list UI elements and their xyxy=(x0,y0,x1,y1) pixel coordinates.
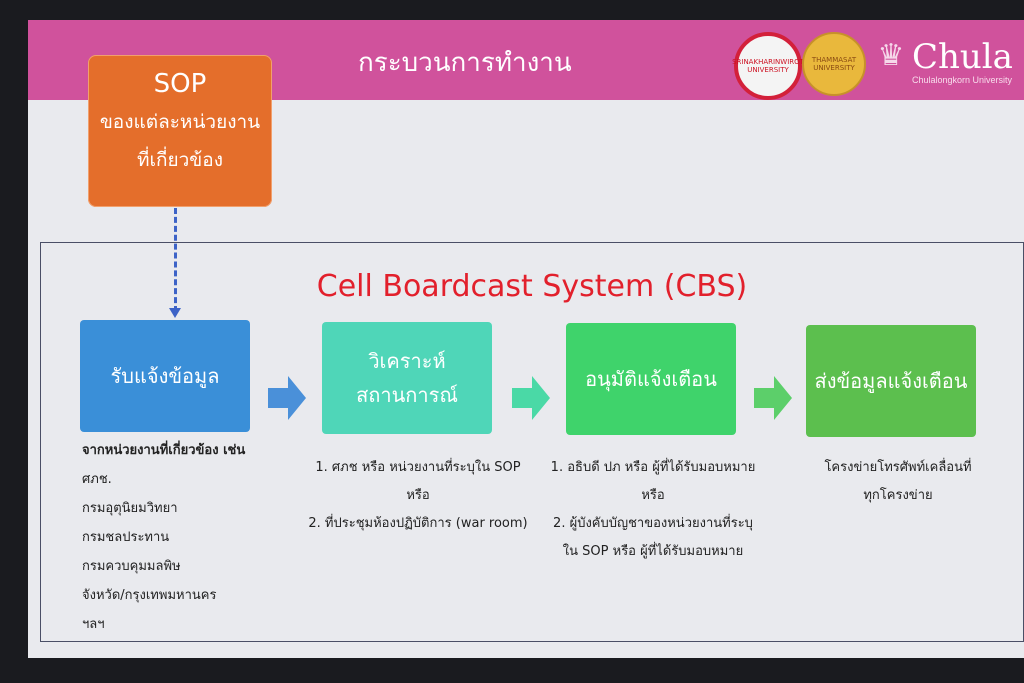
chula-logo-sub: Chulalongkorn University xyxy=(912,75,1013,85)
chula-emblem-icon: ♛ xyxy=(877,38,905,73)
analyze-description: 1. ศภช หรือ หน่วยงานที่ระบุใน SOP หรือ 2… xyxy=(298,454,538,538)
sources-list: จากหน่วยงานที่เกี่ยวข้อง เช่น ศภช. กรมอุ… xyxy=(82,436,245,639)
send-description: โครงข่ายโทรศัพท์เคลื่อนที่ ทุกโครงข่าย xyxy=(798,454,998,510)
approve-desc-line: ใน SOP หรือ ผู้ที่ได้รับมอบหมาย xyxy=(562,544,744,559)
step-receive-box: รับแจ้งข้อมูล xyxy=(80,320,250,432)
step-send-label: ส่งข้อมูลแจ้งเตือน xyxy=(814,369,968,393)
chula-logo-text: Chula xyxy=(912,37,1013,77)
send-desc-line: ทุกโครงข่าย xyxy=(863,488,933,503)
sop-title: SOP xyxy=(153,69,207,99)
presentation-slide: กระบวนการทำงาน SRINAKHARINWIROT UNIVERSI… xyxy=(28,20,1024,658)
step-send-box: ส่งข้อมูลแจ้งเตือน xyxy=(806,325,976,437)
slide-title: กระบวนการทำงาน xyxy=(358,48,572,78)
source-item: ศภช. xyxy=(82,472,112,487)
step-analyze-label-2: สถานการณ์ xyxy=(356,383,458,407)
swu-logo-text: SRINAKHARINWIROT UNIVERSITY xyxy=(732,58,804,74)
approve-desc-line: 2. ผู้บังคับบัญชาของหน่วยงานที่ระบุ xyxy=(553,516,753,531)
dashed-connector xyxy=(174,208,177,312)
source-item: กรมอุตุนิยมวิทยา xyxy=(82,501,178,516)
source-item: ฯลฯ xyxy=(82,617,105,632)
step-analyze-box: วิเคราะห์สถานการณ์ xyxy=(322,322,492,434)
sop-box: SOP ของแต่ละหน่วยงาน ที่เกี่ยวข้อง xyxy=(88,55,272,207)
analyze-desc-line: หรือ xyxy=(406,488,430,503)
sop-subtitle-2: ที่เกี่ยวข้อง xyxy=(136,149,223,171)
approve-desc-line: หรือ xyxy=(641,488,665,503)
analyze-desc-line: 2. ที่ประชุมห้องปฏิบัติการ (war room) xyxy=(308,516,528,531)
swu-logo: SRINAKHARINWIROT UNIVERSITY xyxy=(732,32,804,100)
source-item: กรมควบคุมมลพิษ xyxy=(82,559,181,574)
step-receive-label: รับแจ้งข้อมูล xyxy=(110,364,220,388)
step-analyze-label-1: วิเคราะห์ xyxy=(368,349,446,373)
approve-description: 1. อธิบดี ปภ หรือ ผู้ที่ได้รับมอบหมาย หร… xyxy=(538,454,768,566)
arrow-right-icon xyxy=(754,376,792,420)
sources-heading: จากหน่วยงานที่เกี่ยวข้อง เช่น xyxy=(82,443,246,458)
step-approve-label: อนุมัติแจ้งเตือน xyxy=(585,367,717,391)
analyze-desc-line: 1. ศภช หรือ หน่วยงานที่ระบุใน SOP xyxy=(315,460,521,475)
tu-logo: THAMMASAT UNIVERSITY xyxy=(802,32,866,96)
source-item: จังหวัด/กรุงเทพมหานคร xyxy=(82,588,217,603)
dashed-arrow-head-icon xyxy=(169,308,181,318)
sop-subtitle-1: ของแต่ละหน่วยงาน xyxy=(99,111,261,133)
arrow-right-icon xyxy=(268,376,306,420)
approve-desc-line: 1. อธิบดี ปภ หรือ ผู้ที่ได้รับมอบหมาย xyxy=(550,460,756,475)
send-desc-line: โครงข่ายโทรศัพท์เคลื่อนที่ xyxy=(824,460,972,475)
source-item: กรมชลประทาน xyxy=(82,530,170,545)
step-approve-box: อนุมัติแจ้งเตือน xyxy=(566,323,736,435)
arrow-right-icon xyxy=(512,376,550,420)
cbs-title: Cell Boardcast System (CBS) xyxy=(316,269,748,304)
tu-logo-text: THAMMASAT UNIVERSITY xyxy=(811,56,857,72)
